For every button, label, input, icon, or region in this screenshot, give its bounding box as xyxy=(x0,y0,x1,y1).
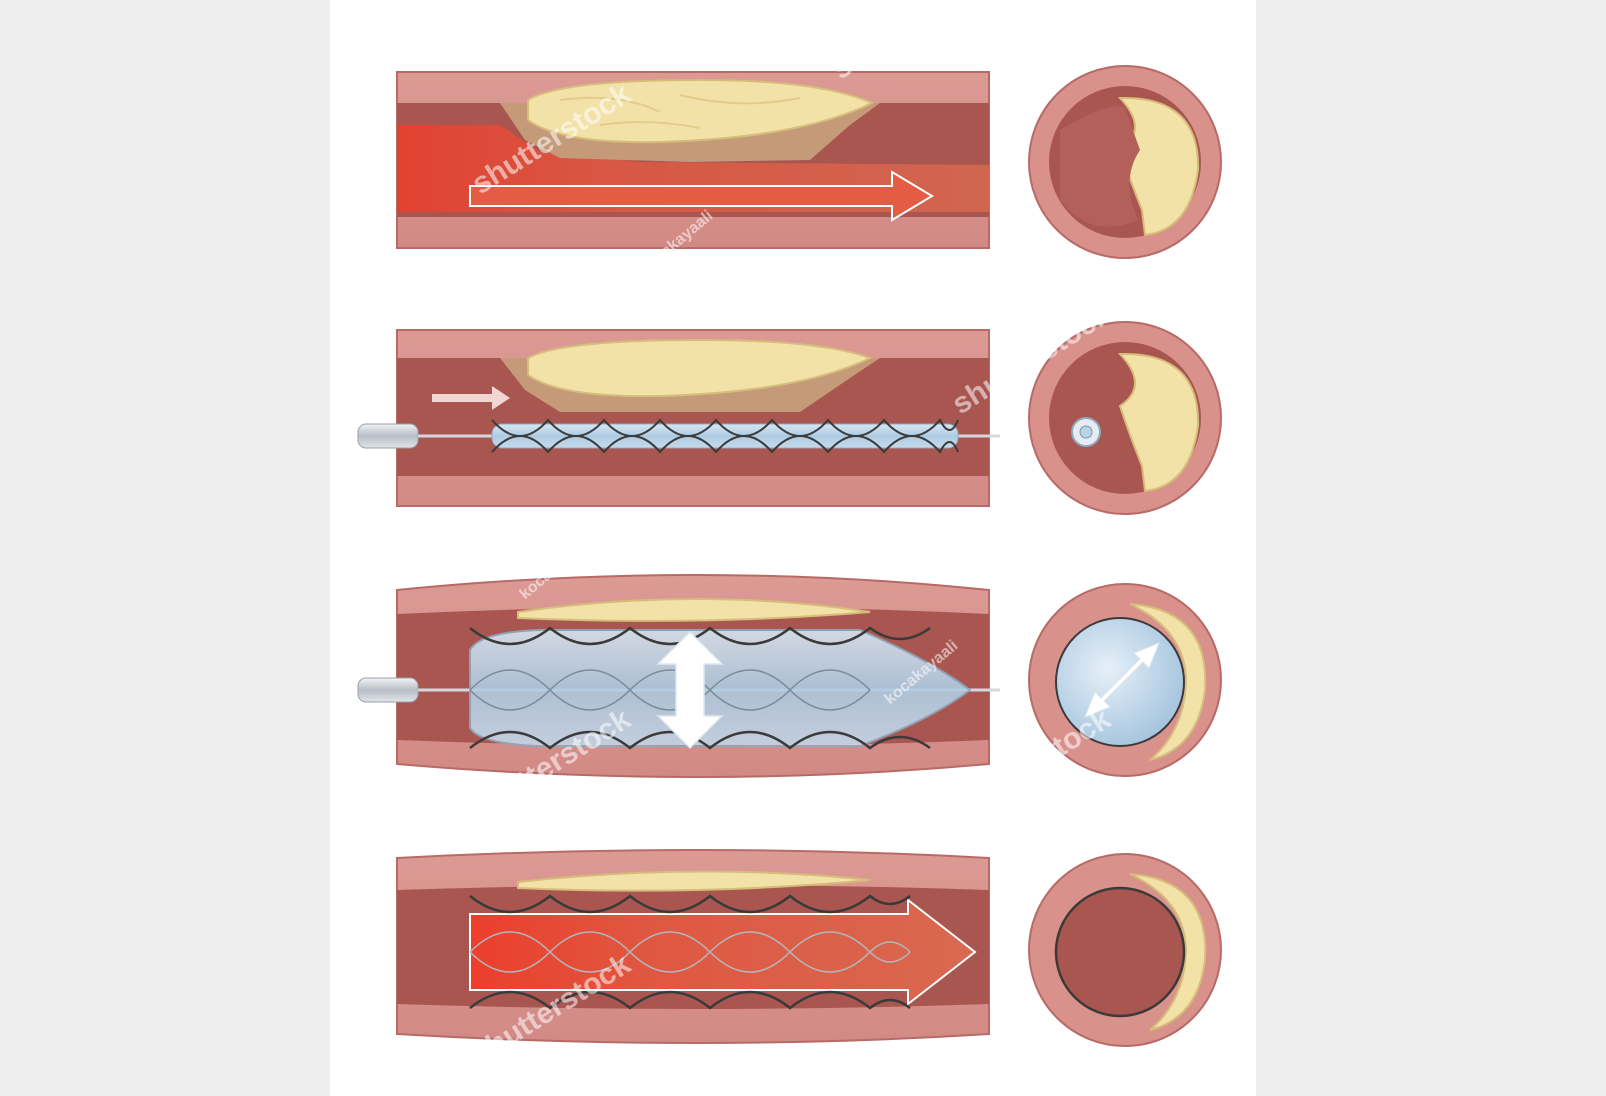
plaque-fat-deposit xyxy=(517,598,871,622)
inflated-balloon xyxy=(469,629,972,747)
artery-longitudinal xyxy=(396,849,990,1044)
artery-cross-section-with-catheter-icon xyxy=(1028,321,1222,515)
artery-cross-section-restored-icon xyxy=(1028,853,1222,1047)
artery-longitudinal xyxy=(357,329,1000,507)
panel-3-balloon-inflation xyxy=(357,574,1222,778)
expansion-double-arrow-icon xyxy=(656,630,724,750)
plaque-fat-deposit xyxy=(527,338,873,398)
artery-cross-section-balloon-expanded-icon xyxy=(1028,583,1222,777)
deflated-balloon-with-stent xyxy=(491,418,959,454)
plaque-fat-deposit xyxy=(517,870,871,892)
restored-blood-flow-arrow xyxy=(469,897,977,1007)
artery-longitudinal xyxy=(396,71,990,249)
plaque-fat-deposit xyxy=(527,78,875,144)
artery-cross-section-narrowed-icon xyxy=(1028,65,1222,259)
panel-4-stent-placed xyxy=(396,849,1222,1047)
deployed-stent-mesh xyxy=(469,894,911,1010)
panel-2-catheter-insertion xyxy=(357,321,1222,515)
panel-1-stenosis xyxy=(396,65,1222,259)
plaque-texture xyxy=(559,94,801,129)
expanded-stent-mesh xyxy=(469,626,931,750)
artery-longitudinal xyxy=(357,574,1000,778)
blood-flow-arrow xyxy=(469,170,934,222)
insertion-direction-arrow xyxy=(432,386,510,410)
